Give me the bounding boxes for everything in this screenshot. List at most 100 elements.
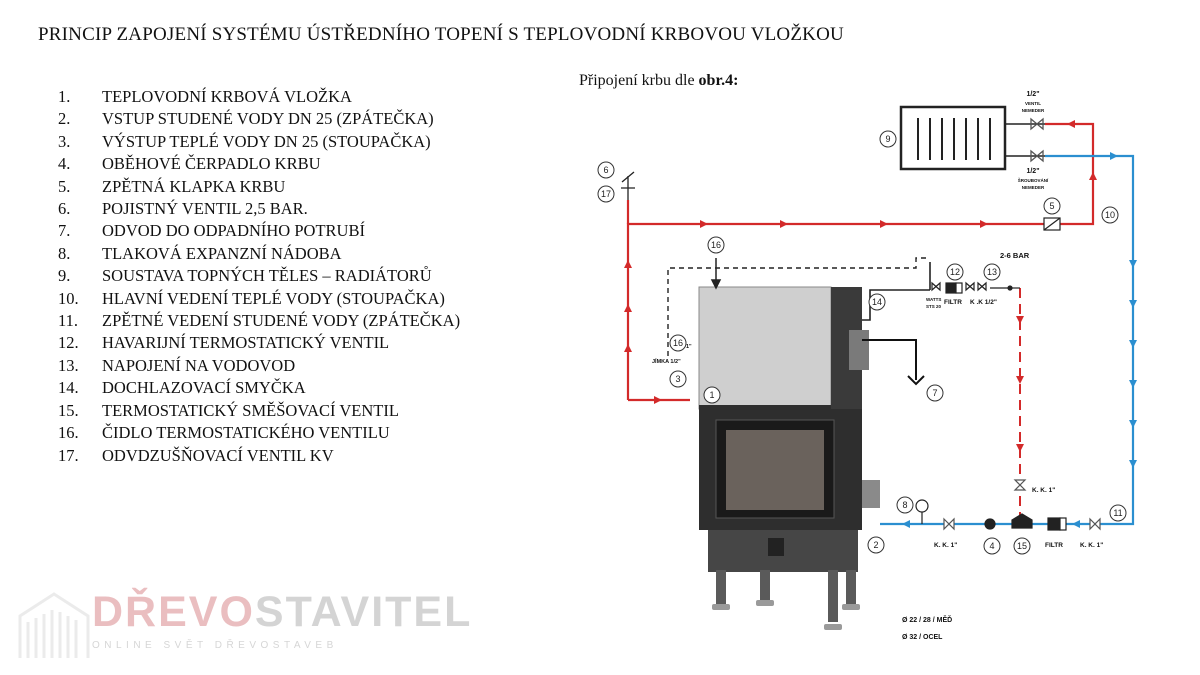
label-kk-right: K. K. 1" xyxy=(1032,487,1055,494)
marker-label: 9 xyxy=(885,134,890,144)
sensor-arrow xyxy=(710,258,722,290)
brand-logo-graphic xyxy=(18,592,90,658)
label-pipe-cu: Ø 22 / 28 / MĚĎ xyxy=(902,615,952,624)
label-watts1: WATTS xyxy=(926,297,941,302)
legend-number: 6. xyxy=(58,199,71,219)
legend-number: 4. xyxy=(58,154,71,174)
label-valve-bottom: 1/2" xyxy=(1026,168,1039,175)
legend-item: 4. OBĚHOVÉ ČERPADLO KRBU xyxy=(58,153,460,175)
legend-text: OBĚHOVÉ ČERPADLO KRBU xyxy=(102,154,321,174)
label-valve-top: 1/2" xyxy=(1026,91,1039,98)
marker-circle xyxy=(1013,537,1031,555)
marker-circle xyxy=(703,386,721,404)
legend-text: VSTUP STUDENÉ VODY DN 25 (ZPÁTEČKA) xyxy=(102,109,434,129)
legend-item: 8. TLAKOVÁ EXPANZNÍ NÁDOBA xyxy=(58,243,460,265)
brand-tagline: ONLINE SVĚT DŘEVOSTAVEB xyxy=(92,640,338,651)
legend-item: 14. DOCHLAZOVACÍ SMYČKA xyxy=(58,377,460,399)
marker-label: 12 xyxy=(950,267,960,277)
legend-item: 16.ČIDLO TERMOSTATICKÉHO VENTILU xyxy=(58,422,460,444)
legend-number: 14. xyxy=(58,378,79,398)
marker-label: 14 xyxy=(872,297,882,307)
label-valve-bottom-sub1: ŠROUBOVÁNÍ xyxy=(1018,176,1049,183)
label-kk-bottom-right: K. K. 1" xyxy=(1080,542,1103,549)
fireplace-insert xyxy=(698,286,880,630)
radiator-valves xyxy=(1030,117,1044,163)
return-components xyxy=(915,479,1101,531)
legend-item: 7. ODVOD DO ODPADNÍHO POTRUBÍ xyxy=(58,220,460,242)
legend-text: ODVDZUŠŇOVACÍ VENTIL KV xyxy=(102,445,334,465)
supply-fittings xyxy=(931,281,1020,294)
legend-text: HLAVNÍ VEDENÍ TEPLÉ VODY (STOUPAČKA) xyxy=(102,288,445,308)
marker-circle xyxy=(707,236,725,254)
legend-item: 11.ZPĚTNÉ VEDENÍ STUDENÉ VODY (ZPÁTEČKA) xyxy=(58,310,460,332)
marker-label: 17 xyxy=(601,189,611,199)
diagram-labels: 1/2" VENTIL NEMEDER 1/2" ŠROUBOVÁNÍ NEME… xyxy=(652,91,1103,641)
legend-text: ZPĚTNÁ KLAPKA KRBU xyxy=(102,176,286,196)
subtitle-bold: obr.4: xyxy=(698,72,739,89)
marker-label: 3 xyxy=(675,374,680,384)
legend-number: 3. xyxy=(58,131,71,151)
page-title: PRINCIP ZAPOJENÍ SYSTÉMU ÚSTŘEDNÍHO TOPE… xyxy=(38,24,844,45)
marker-label: 2 xyxy=(873,540,878,550)
label-valve-top-sub2: NEMEDER xyxy=(1022,108,1045,113)
label-pressure: 2-6 BAR xyxy=(1000,251,1030,260)
label-valve-top-sub1: VENTIL xyxy=(1025,101,1041,106)
legend-item: 9. SOUSTAVA TOPNÝCH TĚLES – RADIÁTORŮ xyxy=(58,265,460,287)
legend-number: 9. xyxy=(58,266,71,286)
cold-water-pipes xyxy=(880,154,1135,526)
marker-circle xyxy=(597,161,615,179)
supply-arrows xyxy=(1016,316,1024,452)
marker-label: 16 xyxy=(673,338,683,348)
legend-number: 7. xyxy=(58,221,71,241)
legend-number: 16. xyxy=(58,423,79,443)
legend-item: 15.TERMOSTATICKÝ SMĚŠOVACÍ VENTIL xyxy=(58,400,460,422)
marker-circle xyxy=(896,496,914,514)
marker-circle xyxy=(1043,197,1061,215)
drain-pipe xyxy=(862,339,925,386)
legend-number: 13. xyxy=(58,355,79,375)
marker-circle xyxy=(946,263,964,281)
radiator xyxy=(899,105,1045,171)
cooling-loop-solid xyxy=(862,262,931,321)
legend-item: 1.TEPLOVODNÍ KRBOVÁ VLOŽKA xyxy=(58,86,460,108)
hot-flow-arrows xyxy=(624,120,1097,404)
label-watts2: STS 20 xyxy=(926,304,942,309)
legend-number: 11. xyxy=(58,311,79,331)
legend-number: 8. xyxy=(58,243,71,263)
marker-circle xyxy=(868,293,886,311)
marker-label: 10 xyxy=(1105,210,1115,220)
marker-label: 5 xyxy=(1049,201,1054,211)
marker-circle xyxy=(983,537,1001,555)
marker-circle xyxy=(1101,206,1119,224)
legend-number: 10. xyxy=(58,288,79,308)
safety-valve-17 xyxy=(621,171,635,200)
legend-number: 12. xyxy=(58,333,79,353)
legend-text: HAVARIJNÍ TERMOSTATICKÝ VENTIL xyxy=(102,333,390,353)
legend-text: ODVOD DO ODPADNÍHO POTRUBÍ xyxy=(102,221,365,241)
legend-item: 2.VSTUP STUDENÉ VODY DN 25 (ZPÁTEČKA) xyxy=(58,108,460,130)
label-jimka1: 1" xyxy=(686,344,692,350)
marker-label: 15 xyxy=(1017,541,1027,551)
label-pipe-steel: Ø 32 / OCEL xyxy=(902,634,943,641)
brand-logo-text: DŘEVOSTAVITEL xyxy=(92,588,472,637)
legend-text: VÝSTUP TEPLÉ VODY DN 25 (STOUPAČKA) xyxy=(102,131,431,151)
legend-text: TLAKOVÁ EXPANZNÍ NÁDOBA xyxy=(102,243,342,263)
marker-label: 13 xyxy=(987,267,997,277)
legend-item: 13. NAPOJENÍ NA VODOVOD xyxy=(58,355,460,377)
marker-circle xyxy=(867,536,885,554)
legend-number: 1. xyxy=(58,87,71,106)
legend-text: SOUSTAVA TOPNÝCH TĚLES – RADIÁTORŮ xyxy=(102,266,432,286)
legend-number: 15. xyxy=(58,400,79,420)
marker-circle xyxy=(926,384,944,402)
label-kk-top: K .K 1/2" xyxy=(970,299,997,306)
brand-part-b: STAVITEL xyxy=(254,588,473,636)
legend-text: DOCHLAZOVACÍ SMYČKA xyxy=(102,378,306,398)
legend-item: 5.ZPĚTNÁ KLAPKA KRBU xyxy=(58,176,460,198)
label-filtr-bottom: FILTR xyxy=(1045,542,1063,549)
marker-label: 1 xyxy=(709,390,714,400)
legend-text: NAPOJENÍ NA VODOVOD xyxy=(102,355,296,375)
legend-text: POJISTNÝ VENTIL 2,5 BAR. xyxy=(102,199,308,219)
